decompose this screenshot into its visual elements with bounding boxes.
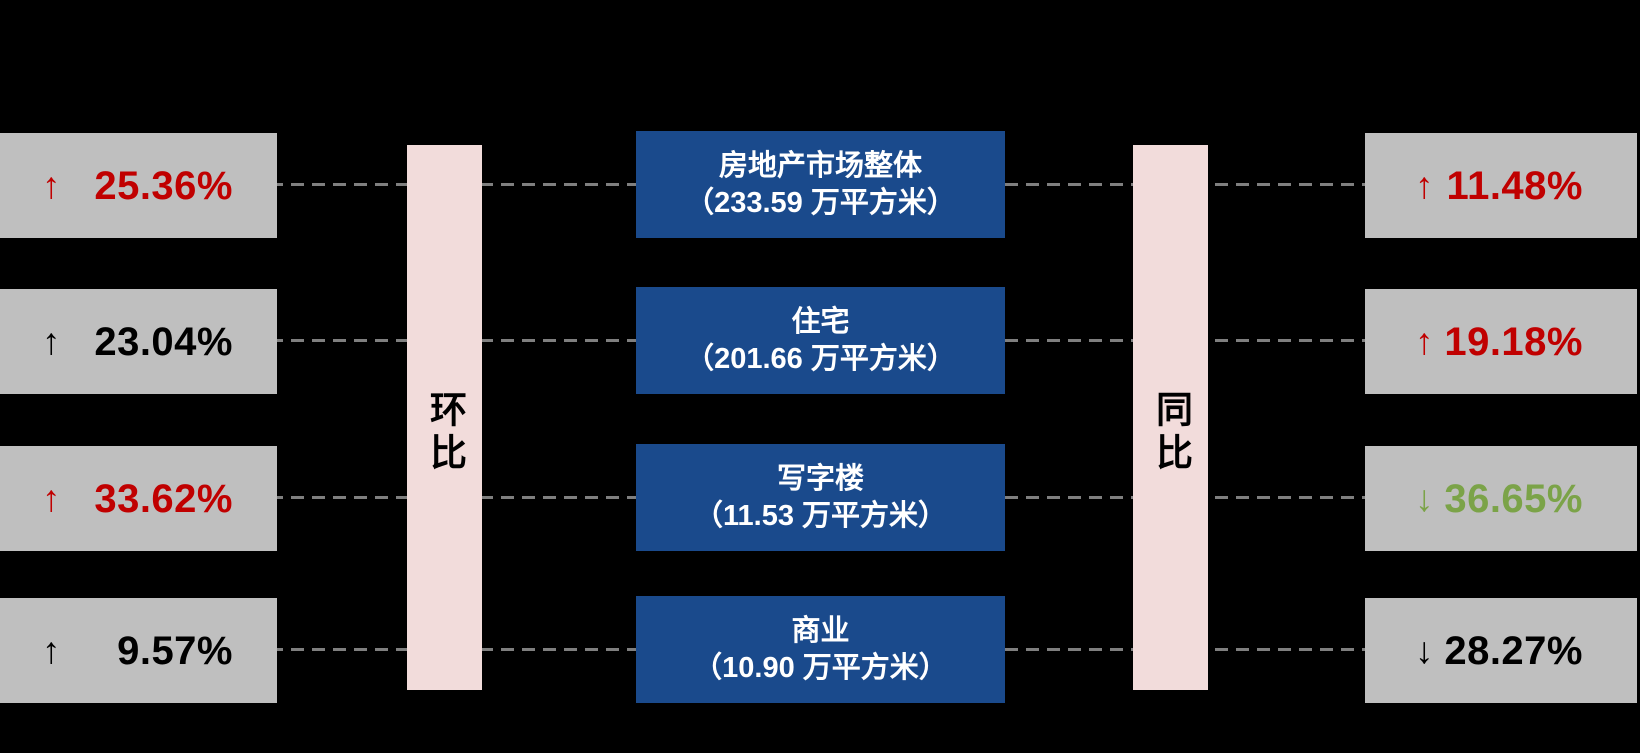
category-title: 写字楼 [776,463,864,496]
trend-arrow-icon: ↓ [1415,630,1434,671]
mom-change-box-office: ↑ 33.62% [0,446,277,551]
trend-arrow-icon: ↓ [1415,478,1434,519]
yoy-change-value: 19.18% [1444,319,1583,364]
mom-change-box-overall: ↑ 25.36% [0,133,277,238]
category-area-value: （201.66 万平方米） [685,342,956,375]
category-area-value: （10.90 万平方米） [693,651,948,684]
yoy-change-value: 36.65% [1444,476,1583,521]
yoy-change-value: 28.27% [1444,628,1583,673]
mom-change-value: 9.57% [117,628,233,673]
category-area-value: （233.59 万平方米） [685,186,956,219]
category-box-residential: 住宅 （201.66 万平方米） [636,287,1005,394]
yoy-change-box-commercial: ↓ 28.27% [1365,598,1637,703]
yoy-axis-bar: 同比 [1133,145,1208,690]
yoy-axis-label: 同比 [1150,389,1192,476]
mom-change-value: 23.04% [94,319,233,364]
yoy-change-box-office: ↓ 36.65% [1365,446,1637,551]
yoy-change-box-residential: ↑ 19.18% [1365,289,1637,394]
trend-arrow-icon: ↑ [42,321,61,362]
trend-arrow-icon: ↑ [1415,321,1434,362]
mom-axis-label: 环比 [424,389,466,476]
trend-arrow-icon: ↑ [42,165,61,206]
mom-axis-bar: 环比 [407,145,482,690]
category-title: 商业 [791,615,850,648]
category-box-overall: 房地产市场整体 （233.59 万平方米） [636,131,1005,238]
category-box-office: 写字楼 （11.53 万平方米） [636,444,1005,551]
mom-change-value: 33.62% [94,476,233,521]
trend-arrow-icon: ↑ [42,478,61,519]
category-box-commercial: 商业 （10.90 万平方米） [636,596,1005,703]
trend-arrow-icon: ↑ [42,630,61,671]
trend-arrow-icon: ↑ [1415,165,1434,206]
category-area-value: （11.53 万平方米） [693,499,948,532]
yoy-change-value: 11.48% [1446,163,1583,208]
yoy-change-box-overall: ↑ 11.48% [1365,133,1637,238]
mom-change-box-residential: ↑ 23.04% [0,289,277,394]
mom-change-value: 25.36% [94,163,233,208]
mom-change-box-commercial: ↑ 9.57% [0,598,277,703]
category-title: 房地产市场整体 [718,150,922,183]
category-title: 住宅 [791,306,850,339]
